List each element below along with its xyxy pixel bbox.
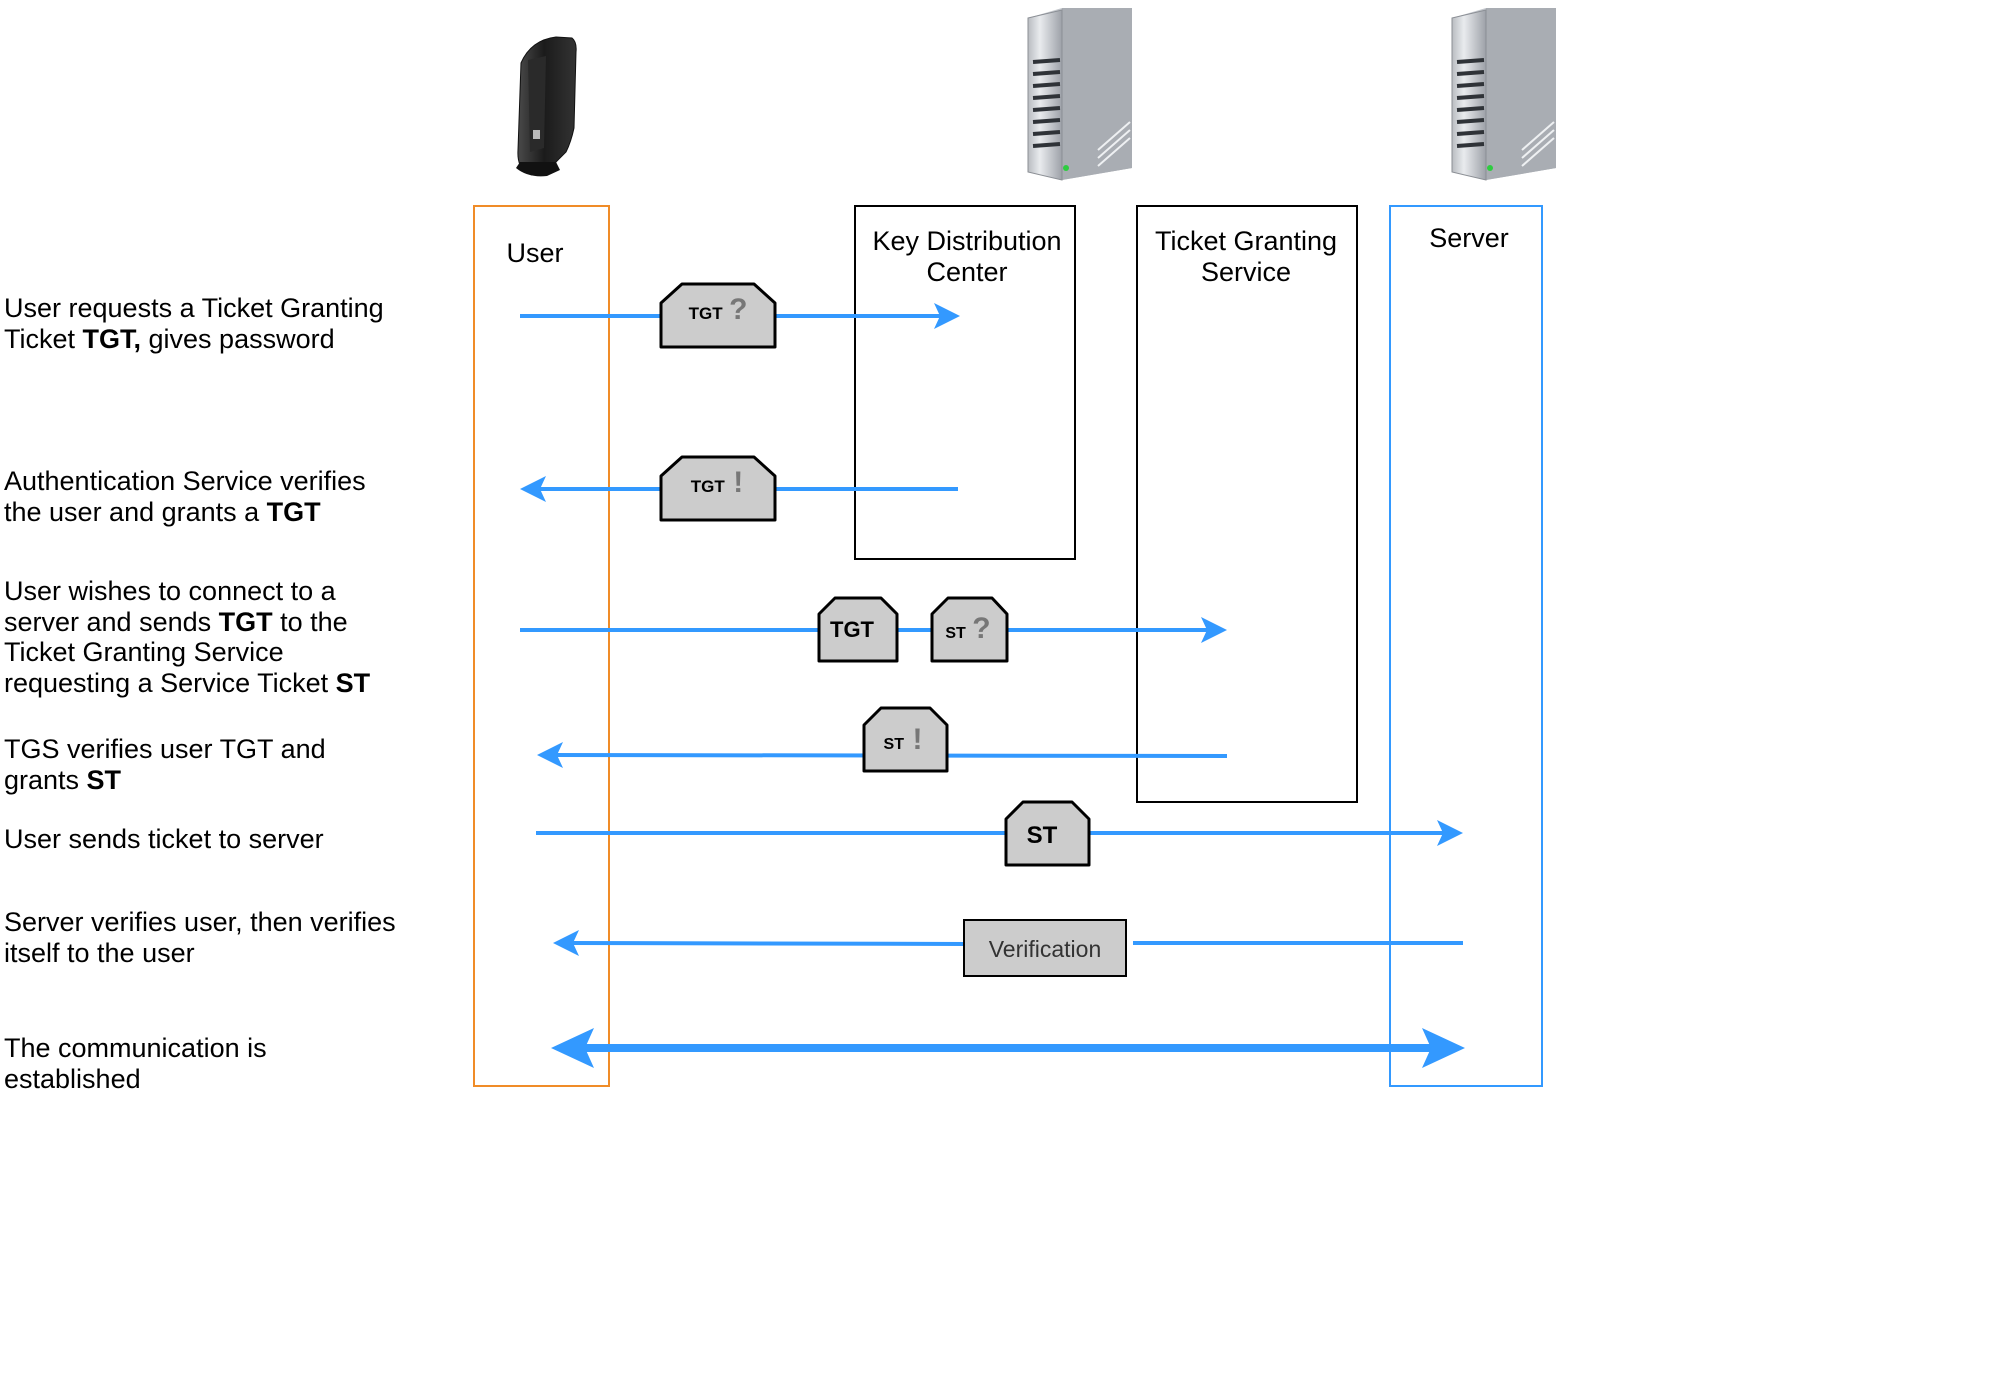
- ticket-label: TGT: [830, 617, 875, 642]
- kdc-label: Key Distribution Center: [856, 226, 1078, 287]
- svg-text:ST !: ST !: [884, 723, 923, 756]
- ticket-mark: ?: [729, 293, 747, 326]
- svg-text:TGT !: TGT !: [691, 466, 743, 499]
- server-column-label: Server: [1429, 223, 1509, 253]
- step-text: TGS verifies user TGT and grants: [4, 734, 326, 795]
- step-term: TGT: [266, 496, 321, 527]
- step-text: Authentication Service verifies the user…: [4, 466, 366, 527]
- step-text: User wishes to connect to a server and s…: [4, 576, 336, 637]
- step-text: gives password: [141, 323, 335, 354]
- thin-client-computer-icon: [516, 36, 577, 177]
- ticket-tgt-request: TGT ?: [659, 282, 777, 349]
- step-7-description: The communication is established: [4, 1033, 404, 1094]
- ticket-mark: ?: [972, 612, 990, 645]
- ticket-st-grant: ST !: [862, 706, 949, 773]
- ticket-tgt-send: TGT: [817, 596, 899, 663]
- tgs-label-line-2: Service: [1200, 256, 1292, 287]
- ticket-st-request: ST ?: [930, 596, 1009, 663]
- ticket-label: ST: [884, 736, 905, 753]
- ticket-st-send: ST: [1004, 800, 1091, 867]
- arrow-communication-established: [551, 1028, 1465, 1068]
- arrow-st-send: [536, 820, 1463, 846]
- kdc-label-line-2: Center: [926, 256, 1008, 287]
- server-tower-icon: [1451, 8, 1556, 181]
- ticket-label: ST: [945, 625, 966, 642]
- step-2-description: Authentication Service verifies the user…: [4, 466, 404, 527]
- ticket-tgt-grant: TGT !: [659, 455, 777, 522]
- verification-label: Verification: [989, 936, 1102, 962]
- step-text: User requests a Ticket Granting Ticket: [4, 293, 384, 354]
- svg-text:ST ?: ST ?: [945, 612, 990, 645]
- ticket-mark: !: [912, 723, 922, 756]
- user-column-label: User: [506, 238, 564, 268]
- server-tower-icon: [1027, 8, 1132, 181]
- kdc-label-line-1: Key Distribution: [872, 226, 1062, 256]
- server-column-box: [1389, 205, 1543, 1087]
- tgs-label: Ticket Granting Service: [1136, 226, 1356, 287]
- step-6-description: Server verifies user, then verifies itse…: [4, 907, 404, 968]
- tgs-box: [1136, 205, 1358, 803]
- ticket-label: TGT: [691, 477, 726, 496]
- ticket-mark: !: [733, 466, 743, 499]
- step-term: TGT,: [82, 323, 142, 354]
- user-column-box: [473, 205, 610, 1087]
- step-term: ST: [335, 667, 371, 698]
- kdc-box: [854, 205, 1076, 560]
- arrow-verification: [553, 930, 1463, 956]
- step-3-description: User wishes to connect to a server and s…: [4, 576, 404, 698]
- step-text: The communication is established: [4, 1033, 267, 1094]
- step-term: TGT: [218, 606, 273, 637]
- ticket-label: TGT: [689, 304, 724, 323]
- step-1-description: User requests a Ticket Granting Ticket T…: [4, 293, 404, 354]
- step-text: Server verifies user, then verifies itse…: [4, 907, 396, 968]
- step-text: User sends ticket to server: [4, 824, 324, 854]
- step-text: to the Ticket Granting Service requestin…: [4, 606, 348, 698]
- step-term: ST: [86, 764, 122, 795]
- step-4-description: TGS verifies user TGT and grants ST: [4, 734, 404, 795]
- ticket-label: ST: [1027, 822, 1058, 849]
- verification-box: Verification: [963, 919, 1127, 977]
- step-5-description: User sends ticket to server: [4, 824, 404, 855]
- svg-text:TGT ?: TGT ?: [689, 293, 748, 326]
- tgs-label-line-1: Ticket Granting: [1154, 226, 1338, 256]
